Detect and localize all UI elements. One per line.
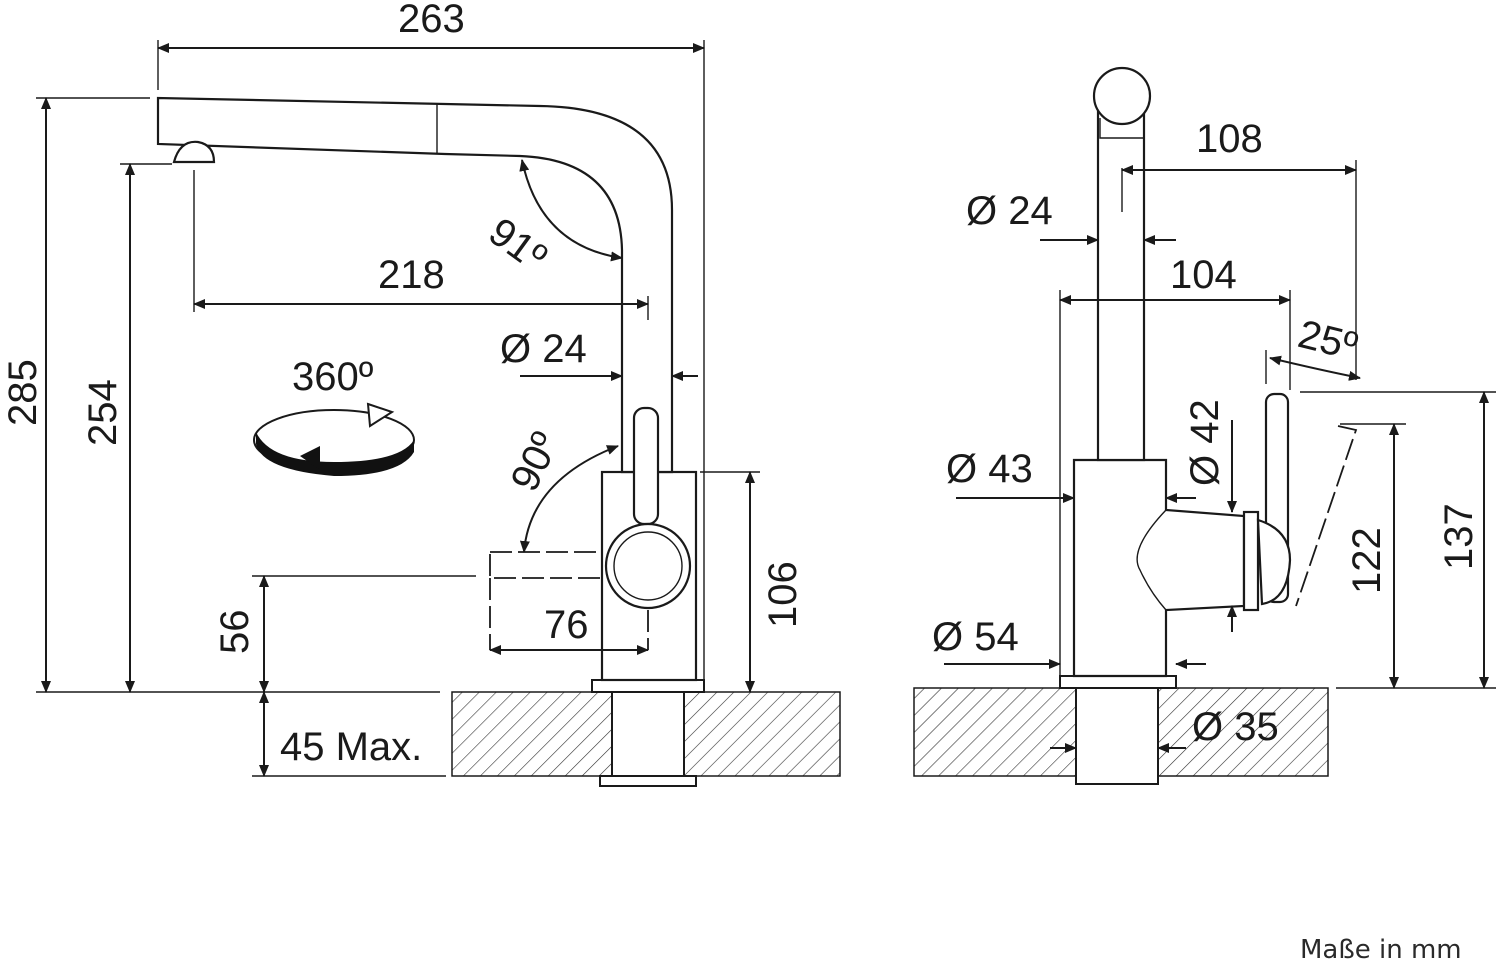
- dim-spout-angle: 91º: [481, 210, 555, 281]
- side-dim-handle-diameter: Ø 42: [1183, 399, 1227, 486]
- side-dim-base-diameter: Ø 54: [932, 615, 1019, 659]
- dim-reach: 218: [378, 253, 445, 297]
- dim-outlet-height: 254: [81, 379, 125, 446]
- units-note: Maße in mm: [1300, 935, 1462, 965]
- side-countertop-right: [1157, 687, 1329, 777]
- countertop-left: [451, 691, 613, 777]
- dim-width-overall: 263: [398, 0, 465, 41]
- side-dim-spout-diameter: Ø 24: [966, 189, 1053, 233]
- side-dim-handle-height: 122: [1345, 527, 1389, 594]
- lever: [632, 406, 660, 526]
- shank-nut: [599, 775, 697, 787]
- aerator: [172, 140, 216, 164]
- side-spout: [1096, 94, 1146, 462]
- lever-knob: [604, 522, 692, 610]
- side-dim-body-offset: 104: [1170, 253, 1237, 297]
- side-dim-body-diameter: Ø 43: [946, 447, 1033, 491]
- front-view: 263 285 254 218 91º Ø 24 360º 90: [1, 0, 841, 787]
- side-dim-spout-offset: 108: [1196, 117, 1263, 161]
- base-ring: [591, 679, 705, 693]
- side-base-ring: [1059, 675, 1177, 689]
- dim-lever-height: 56: [213, 610, 257, 655]
- side-countertop-left: [913, 687, 1077, 777]
- dim-height-overall: 285: [1, 359, 45, 426]
- dim-spout-diameter: Ø 24: [500, 327, 587, 371]
- dim-lever-angle: 90º: [503, 425, 569, 498]
- side-view: 108 Ø 24 104 25º Ø 43 Ø 42 Ø 54 Ø 35: [913, 66, 1496, 785]
- shank: [611, 691, 685, 777]
- side-dim-lever-angle: 25º: [1294, 312, 1362, 369]
- side-spout-head: [1092, 66, 1152, 126]
- side-dim-shank-diameter: Ø 35: [1192, 705, 1279, 749]
- dim-lever-depth: 76: [544, 603, 589, 647]
- dim-counter-thickness: 45 Max.: [280, 725, 422, 769]
- side-shank: [1075, 687, 1159, 785]
- countertop-right: [683, 691, 841, 777]
- side-dim-handle-top-height: 137: [1437, 503, 1481, 570]
- dim-swivel: 360º: [292, 355, 374, 399]
- side-mixer-body: [1072, 458, 1246, 678]
- dim-body-height: 106: [761, 561, 805, 628]
- rotation-arrow-icon: [253, 402, 415, 476]
